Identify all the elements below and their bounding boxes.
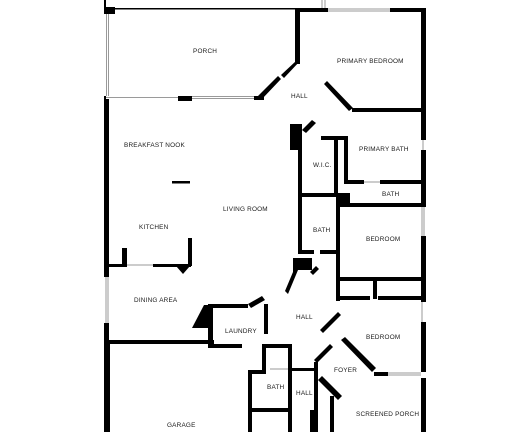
wall-segment — [248, 370, 266, 374]
room-label-hall-mid: HALL — [296, 314, 313, 321]
wall-segment — [348, 180, 364, 184]
wall-segment — [300, 8, 328, 12]
wall-segment — [264, 304, 268, 334]
wall-segment — [104, 0, 106, 8]
wall-segment — [338, 277, 424, 281]
wall-segment — [318, 376, 342, 400]
wall-segment — [421, 150, 426, 207]
wall-segment — [321, 136, 347, 140]
wall-segment — [346, 203, 424, 207]
walls — [104, 0, 426, 432]
room-label-foyer: FOYER — [334, 367, 357, 374]
wall-segment — [421, 8, 426, 140]
wall-segment — [258, 76, 281, 99]
wall-segment — [104, 99, 109, 277]
wall-segment — [320, 250, 338, 254]
room-label-wic: W.I.C. — [313, 162, 332, 169]
wall-segment — [104, 96, 106, 99]
wall-segment — [254, 96, 264, 100]
room-label-bedroom-upper: BEDROOM — [366, 236, 400, 243]
wall-segment — [262, 344, 266, 374]
wall-segment — [378, 296, 424, 300]
room-label-living-room: LIVING ROOM — [223, 206, 268, 213]
wall-segment — [122, 248, 127, 266]
wall-segment — [248, 296, 265, 308]
wall-segment — [178, 96, 192, 101]
wall-segment — [176, 266, 190, 274]
wall-segment — [374, 372, 388, 376]
wall-segment — [192, 305, 212, 328]
wall-segment — [188, 238, 192, 266]
room-label-bath-mid: BATH — [313, 227, 331, 234]
wall-segment — [336, 196, 340, 280]
wall-segment — [421, 322, 426, 372]
wall-segment — [298, 124, 302, 196]
room-label-bath-lower: BATH — [267, 384, 285, 391]
room-label-primary-bath: PRIMARY BATH — [359, 146, 409, 153]
wall-segment — [298, 193, 344, 197]
wall-segment — [344, 136, 348, 184]
room-labels: PORCH PRIMARY BEDROOM HALL BREAKFAST NOO… — [124, 48, 419, 429]
wall-segment — [281, 61, 300, 78]
wall-segment — [334, 136, 338, 196]
wall-segment — [295, 8, 300, 64]
wall-segment — [421, 378, 426, 432]
wall-segment — [421, 236, 426, 302]
wall-segment — [104, 323, 109, 343]
wall-segment — [314, 344, 333, 363]
wall-segment — [292, 368, 314, 371]
room-label-primary-bedroom: PRIMARY BEDROOM — [337, 58, 404, 65]
wall-segment — [104, 340, 214, 344]
room-label-screened-porch: SCREENED PORCH — [356, 411, 419, 418]
wall-segment — [302, 120, 316, 133]
wall-segment — [104, 343, 110, 432]
wall-segment — [115, 8, 297, 10]
wall-segment — [208, 344, 242, 348]
room-label-bedroom-lower: BEDROOM — [366, 334, 400, 341]
wall-segment — [340, 296, 370, 300]
wall-segment — [310, 266, 319, 275]
wall-segment — [298, 196, 302, 254]
wall-segment — [310, 410, 318, 432]
wall-segment — [288, 344, 292, 432]
wall-segment — [262, 344, 292, 348]
wall-segment — [341, 337, 376, 372]
wall-segment — [153, 264, 191, 267]
room-label-kitchen: KITCHEN — [139, 224, 169, 231]
wall-segment — [248, 370, 252, 432]
windows — [105, 0, 425, 376]
wall-segment — [330, 396, 334, 432]
wall-segment — [285, 258, 312, 294]
room-label-hall-lower: HALL — [296, 390, 313, 397]
room-label-breakfast-nook: BREAKFAST NOOK — [124, 142, 185, 149]
wall-segment — [324, 81, 353, 111]
wall-segment — [373, 277, 377, 299]
room-label-laundry: LAUNDRY — [225, 328, 257, 335]
wall-segment — [172, 181, 190, 184]
wall-segment — [352, 108, 424, 112]
room-label-porch: PORCH — [193, 48, 217, 55]
wall-segment — [208, 304, 248, 308]
wall-segment — [320, 312, 341, 333]
wall-segment — [208, 304, 213, 348]
wall-segment — [380, 180, 424, 184]
wall-segment — [104, 7, 115, 14]
wall-segment — [336, 277, 340, 301]
room-label-dining-area: DINING AREA — [134, 297, 178, 304]
room-label-bath-upper: BATH — [382, 191, 400, 198]
room-label-hall-top: HALL — [291, 93, 308, 100]
room-label-garage: GARAGE — [167, 422, 196, 429]
wall-segment — [252, 408, 288, 412]
wall-segment — [109, 264, 127, 267]
wall-segment — [314, 362, 318, 410]
wall-segment — [390, 8, 426, 12]
wall-segment — [298, 250, 314, 254]
